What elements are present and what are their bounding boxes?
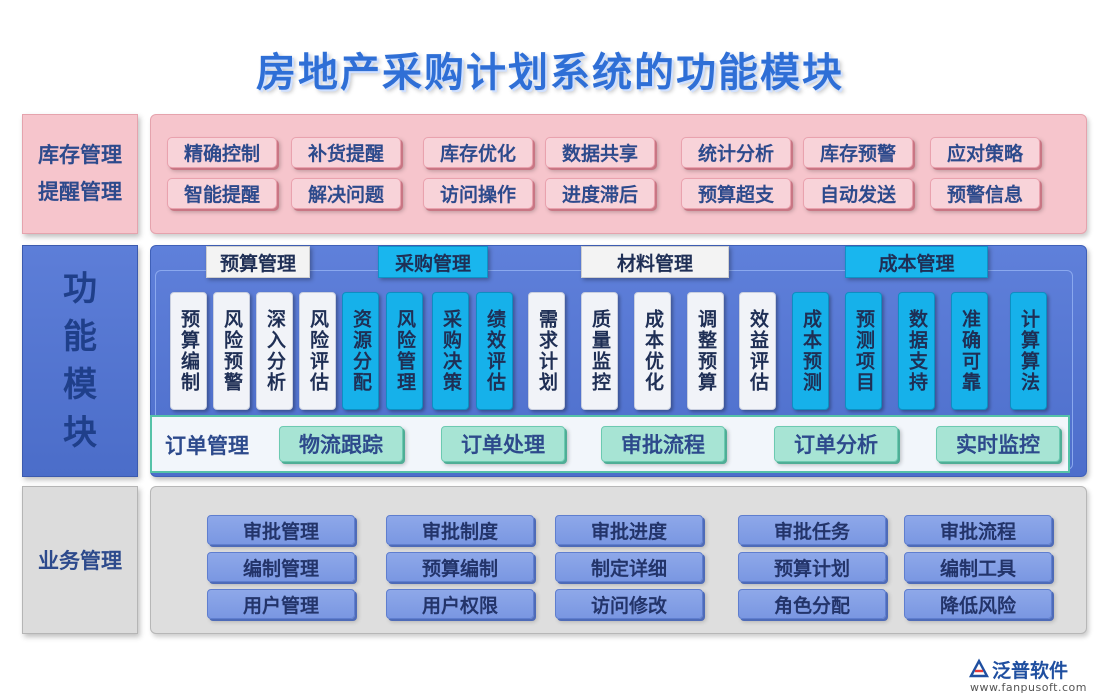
inventory-chip[interactable]: 访问操作 — [423, 178, 533, 209]
order-chip[interactable]: 实时监控 — [936, 426, 1060, 462]
brand-name: 泛普软件 — [992, 660, 1069, 682]
function-tile[interactable]: 成本优化 — [634, 292, 671, 410]
brand-url: www.fanpusoft.com — [970, 681, 1087, 694]
function-tile[interactable]: 风险管理 — [386, 292, 423, 410]
function-tile[interactable]: 需求计划 — [528, 292, 565, 410]
function-label-char: 块 — [63, 413, 97, 453]
function-tile[interactable]: 采购决策 — [432, 292, 469, 410]
inventory-chip[interactable]: 预算超支 — [681, 178, 791, 209]
business-chip[interactable]: 降低风险 — [904, 589, 1052, 619]
function-tile[interactable]: 预算编制 — [170, 292, 207, 410]
inventory-chip[interactable]: 补货提醒 — [291, 137, 401, 168]
inventory-chip[interactable]: 数据共享 — [545, 137, 655, 168]
inventory-chip[interactable]: 解决问题 — [291, 178, 401, 209]
function-tile[interactable]: 资源分配 — [342, 292, 379, 410]
function-tile[interactable]: 风险预警 — [213, 292, 250, 410]
inventory-chip[interactable]: 库存优化 — [423, 137, 533, 168]
inventory-chip[interactable]: 预警信息 — [930, 178, 1040, 209]
inventory-chip[interactable]: 智能提醒 — [167, 178, 277, 209]
business-management-label: 业务管理 — [22, 486, 138, 634]
business-chip[interactable]: 审批任务 — [738, 515, 886, 545]
function-tile[interactable]: 调整预算 — [687, 292, 724, 410]
inventory-panel — [150, 114, 1087, 234]
business-chip[interactable]: 预算编制 — [386, 552, 534, 582]
order-management-label: 订单管理 — [165, 434, 249, 458]
page-title: 房地产采购计划系统的功能模块 — [256, 50, 844, 96]
business-chip[interactable]: 预算计划 — [738, 552, 886, 582]
order-chip[interactable]: 审批流程 — [601, 426, 725, 462]
business-chip[interactable]: 审批制度 — [386, 515, 534, 545]
fanpu-logo-icon — [969, 658, 989, 678]
function-tile[interactable]: 准确可靠 — [951, 292, 988, 410]
business-chip[interactable]: 角色分配 — [738, 589, 886, 619]
function-tile[interactable]: 成本预测 — [792, 292, 829, 410]
inventory-chip[interactable]: 应对策略 — [930, 137, 1040, 168]
reminder-label-line: 提醒管理 — [38, 180, 122, 204]
function-module-label: 功 能 模 块 — [22, 245, 138, 477]
inventory-chip[interactable]: 自动发送 — [803, 178, 913, 209]
function-tile[interactable]: 风险评估 — [299, 292, 336, 410]
function-tile[interactable]: 绩效评估 — [476, 292, 513, 410]
category-procurement-management[interactable]: 采购管理 — [378, 246, 488, 278]
inventory-label-line: 库存管理 — [38, 143, 122, 167]
inventory-chip[interactable]: 统计分析 — [681, 137, 791, 168]
inventory-chip[interactable]: 进度滞后 — [545, 178, 655, 209]
function-tile[interactable]: 质量监控 — [581, 292, 618, 410]
business-chip[interactable]: 审批管理 — [207, 515, 355, 545]
function-label-char: 功 — [63, 269, 97, 309]
function-label-char: 能 — [63, 317, 97, 357]
business-chip[interactable]: 审批进度 — [555, 515, 703, 545]
function-tile[interactable]: 预测项目 — [845, 292, 882, 410]
order-chip[interactable]: 订单处理 — [441, 426, 565, 462]
category-material-management[interactable]: 材料管理 — [581, 246, 729, 278]
business-chip[interactable]: 用户权限 — [386, 589, 534, 619]
order-chip[interactable]: 物流跟踪 — [279, 426, 403, 462]
order-chip[interactable]: 订单分析 — [774, 426, 898, 462]
business-label-text: 业务管理 — [38, 549, 122, 573]
business-chip[interactable]: 编制管理 — [207, 552, 355, 582]
business-chip[interactable]: 审批流程 — [904, 515, 1052, 545]
business-chip[interactable]: 编制工具 — [904, 552, 1052, 582]
inventory-reminder-label: 库存管理 提醒管理 — [22, 114, 138, 234]
function-tile[interactable]: 效益评估 — [739, 292, 776, 410]
brand-logo: 泛普软件 www.fanpusoft.com — [968, 656, 1093, 696]
function-label-char: 模 — [63, 365, 97, 405]
function-tile[interactable]: 深入分析 — [256, 292, 293, 410]
inventory-chip[interactable]: 库存预警 — [803, 137, 913, 168]
function-tile[interactable]: 计算算法 — [1010, 292, 1047, 410]
inventory-chip[interactable]: 精确控制 — [167, 137, 277, 168]
function-tile[interactable]: 数据支持 — [898, 292, 935, 410]
category-cost-management[interactable]: 成本管理 — [845, 246, 988, 278]
business-chip[interactable]: 访问修改 — [555, 589, 703, 619]
category-budget-management[interactable]: 预算管理 — [206, 246, 310, 278]
business-chip[interactable]: 制定详细 — [555, 552, 703, 582]
business-chip[interactable]: 用户管理 — [207, 589, 355, 619]
